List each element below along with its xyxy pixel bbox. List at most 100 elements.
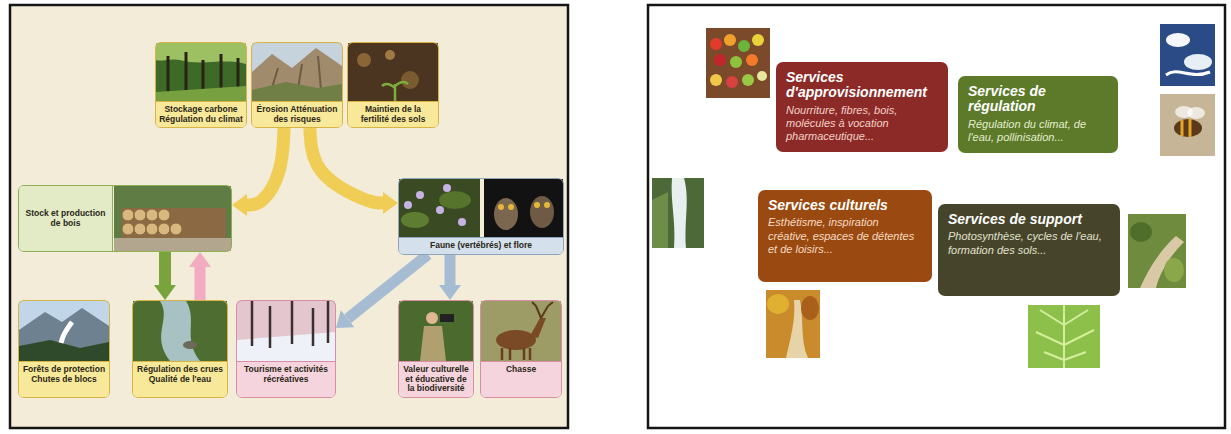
dead-leaf	[357, 53, 371, 67]
forest-road	[114, 238, 231, 251]
flower	[443, 184, 451, 192]
leaf-veins	[1036, 305, 1094, 368]
photo-window	[399, 179, 563, 237]
erosion-photo	[252, 43, 342, 101]
fruit	[710, 38, 722, 50]
left-panel	[10, 5, 568, 428]
bee-photo	[1160, 94, 1215, 156]
node-label: Maintien de la fertilité des sols	[351, 105, 435, 124]
caption-box: Valeur culturelle et éducative de la bio…	[399, 361, 473, 397]
fruit	[746, 54, 758, 66]
autumn-tree	[801, 296, 819, 320]
caption-box: Érosion Atténuation des risques	[252, 101, 342, 127]
owl-eye	[508, 204, 514, 210]
rock	[183, 341, 197, 349]
log-end	[146, 223, 158, 235]
log-end	[134, 209, 146, 221]
flower	[436, 206, 444, 214]
node-label: Stockage carbone Régulation du climat	[159, 105, 243, 124]
photo-card: Régulation des crues Qualité de l'eau	[132, 300, 228, 398]
log-end	[158, 223, 170, 235]
node-label: Valeur culturelle et éducative de la bio…	[402, 365, 470, 394]
photo-card: Stockage carbone Régulation du climat	[155, 42, 247, 128]
cloud	[1184, 54, 1212, 70]
service-heading: Services d'approvisionnement	[786, 70, 939, 101]
caption-box: Faune (vertébrés) et flore	[399, 237, 563, 254]
photo-card: Forêts de protection Chutes de blocs	[18, 300, 110, 398]
person-head	[426, 312, 438, 324]
node-label: Faune (vertébrés) et flore	[402, 241, 560, 251]
service-heading: Services de régulation	[968, 84, 1109, 115]
owl-eye	[534, 202, 540, 208]
forest-photo	[156, 43, 246, 101]
person-body	[420, 326, 446, 361]
fruit	[738, 40, 750, 52]
photo-card: Faune (vertébrés) et flore	[398, 178, 564, 255]
fruit	[710, 74, 722, 86]
stream-photo	[133, 301, 227, 361]
protection-forest	[19, 340, 109, 361]
log-end	[146, 209, 158, 221]
flow-arrow	[195, 267, 206, 300]
photo-window	[156, 43, 246, 101]
cloud-swirl	[1166, 72, 1210, 75]
fruit	[714, 54, 726, 66]
photo-window	[252, 43, 342, 101]
flow-arrow	[310, 128, 383, 203]
fruit	[730, 56, 742, 68]
photo-card: Stock et production de bois	[18, 185, 232, 252]
service-heading: Services de support	[948, 212, 1111, 227]
dead-leaf	[385, 50, 395, 60]
caption-box: Maintien de la fertilité des sols	[348, 101, 438, 127]
market-photo	[706, 28, 770, 98]
fruit	[757, 71, 767, 81]
deer-legs	[502, 348, 530, 360]
log-end	[158, 209, 170, 221]
satellite-photo	[1160, 24, 1215, 86]
hedge-photo	[1128, 214, 1186, 288]
node-label: Érosion Atténuation des risques	[255, 105, 339, 124]
node-label: Tourisme et activités récréatives	[240, 365, 332, 384]
sprout	[382, 82, 408, 101]
stream	[160, 301, 200, 361]
owl	[494, 198, 518, 230]
autumn-path-photo	[766, 290, 820, 358]
log-end	[122, 223, 134, 235]
caption-box: Stock et production de bois	[19, 186, 113, 251]
owl-eye	[544, 202, 550, 208]
photo-window	[348, 43, 438, 101]
service-description: Régulation du climat, de l'eau, pollinis…	[968, 118, 1109, 144]
waterfall-photo	[652, 178, 704, 248]
flow-arrow	[348, 255, 428, 319]
cloud	[1166, 33, 1190, 47]
service-description: Esthétisme, inspiration créative, espace…	[768, 216, 923, 256]
soil-photo	[348, 43, 438, 101]
service-heading: Services culturels	[768, 198, 923, 213]
photo-card: Érosion Atténuation des risques	[251, 42, 343, 128]
fruit	[752, 34, 764, 46]
log-pile	[122, 208, 226, 238]
service-description: Nourriture, fibres, bois, molécules à vo…	[786, 104, 939, 144]
tree-trunks	[252, 301, 328, 348]
right-panel	[648, 5, 1225, 428]
bee-body	[1174, 119, 1202, 137]
deer-body	[496, 330, 536, 350]
service-box: Services de régulationRégulation du clim…	[958, 76, 1118, 153]
slope-vegetation	[252, 82, 342, 101]
waterfall	[672, 178, 687, 248]
flower	[404, 201, 412, 209]
leaf-photo	[1028, 305, 1100, 368]
photo-card: Maintien de la fertilité des sols	[347, 42, 439, 128]
mountain	[19, 308, 109, 361]
node-label: Régulation des crues Qualité de l'eau	[136, 365, 224, 384]
service-box: Services d'approvisionnementNourriture, …	[776, 62, 948, 152]
fruit	[742, 74, 754, 86]
foliage	[652, 192, 668, 248]
node-label: Forêts de protection Chutes de blocs	[22, 365, 106, 384]
deer-photo	[481, 301, 561, 361]
photo-card: Tourisme et activités récréatives	[236, 300, 336, 398]
photo-card: Chasse	[480, 300, 562, 398]
owl	[530, 196, 554, 228]
bush	[1130, 222, 1152, 242]
